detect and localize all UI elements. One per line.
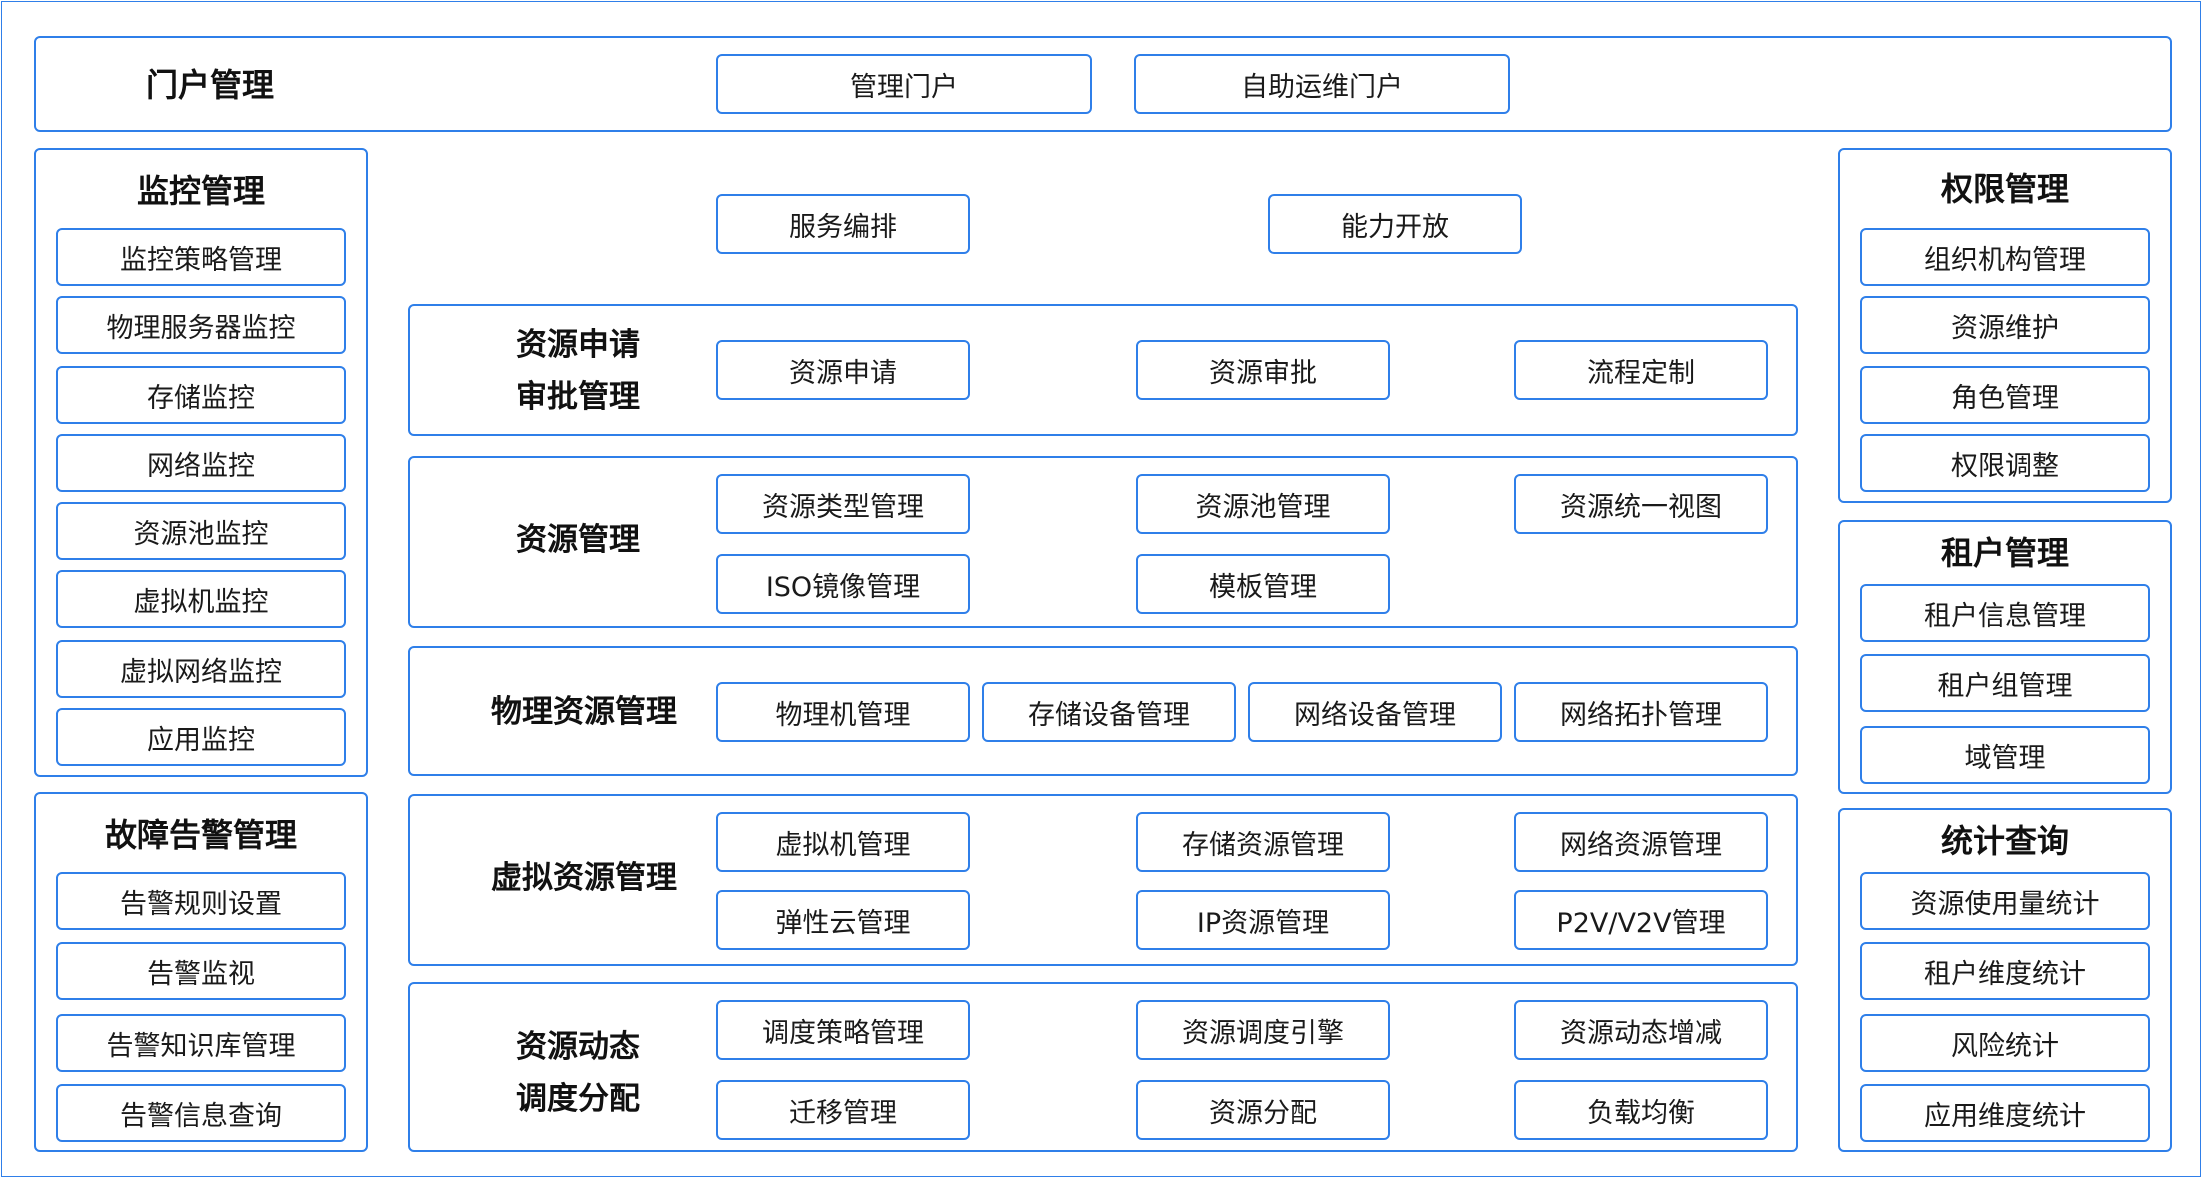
monitor-item[interactable]: 存储监控 — [56, 366, 346, 424]
permission-item[interactable]: 组织机构管理 — [1860, 228, 2150, 286]
fault-item[interactable]: 告警知识库管理 — [56, 1014, 346, 1072]
permission-item[interactable]: 权限调整 — [1860, 434, 2150, 492]
monitor-item[interactable]: 虚拟网络监控 — [56, 640, 346, 698]
stats-item[interactable]: 资源使用量统计 — [1860, 872, 2150, 930]
resource-item[interactable]: 资源统一视图 — [1514, 474, 1768, 534]
fault-title: 故障告警管理 — [104, 816, 297, 854]
resource-item[interactable]: 模板管理 — [1136, 554, 1390, 614]
dynamic-scheduling-title-line-2: 调度分配 — [516, 1081, 640, 1117]
monitor-item[interactable]: 虚拟机监控 — [56, 570, 346, 628]
monitor-item[interactable]: 应用监控 — [56, 708, 346, 766]
physical-resource-title: 物理资源管理 — [491, 694, 677, 730]
permission-item[interactable]: 资源维护 — [1860, 296, 2150, 354]
monitor-item[interactable]: 资源池监控 — [56, 502, 346, 560]
virtual-item[interactable]: 存储资源管理 — [1136, 812, 1390, 872]
apply-approval-title-line-1: 资源申请 — [516, 327, 640, 363]
stats-item[interactable]: 风险统计 — [1860, 1014, 2150, 1072]
monitor-item[interactable]: 物理服务器监控 — [56, 296, 346, 354]
capability-open-box[interactable]: 能力开放 — [1268, 194, 1522, 254]
apply-approval-title-line-2: 审批管理 — [516, 379, 640, 415]
virtual-item[interactable]: IP资源管理 — [1136, 890, 1390, 950]
dynamic-scheduling-title: 资源动态 调度分配 — [448, 1020, 708, 1126]
portal-title: 门户管理 — [145, 66, 274, 104]
service-orchestration-box[interactable]: 服务编排 — [716, 194, 970, 254]
virtual-item[interactable]: 弹性云管理 — [716, 890, 970, 950]
resource-item[interactable]: ISO镜像管理 — [716, 554, 970, 614]
virtual-item[interactable]: 虚拟机管理 — [716, 812, 970, 872]
physical-item[interactable]: 网络拓扑管理 — [1514, 682, 1768, 742]
apply-item[interactable]: 流程定制 — [1514, 340, 1768, 400]
self-service-portal-box[interactable]: 自助运维门户 — [1134, 54, 1510, 114]
dynamic-scheduling-title-line-1: 资源动态 — [516, 1029, 640, 1065]
fault-item[interactable]: 告警信息查询 — [56, 1084, 346, 1142]
dynamic-item[interactable]: 调度策略管理 — [716, 1000, 970, 1060]
permission-item[interactable]: 角色管理 — [1860, 366, 2150, 424]
virtual-item[interactable]: P2V/V2V管理 — [1514, 890, 1768, 950]
resource-item[interactable]: 资源池管理 — [1136, 474, 1390, 534]
dynamic-item[interactable]: 迁移管理 — [716, 1080, 970, 1140]
resource-mgmt-title: 资源管理 — [516, 522, 640, 558]
stats-item[interactable]: 租户维度统计 — [1860, 942, 2150, 1000]
dynamic-item[interactable]: 资源动态增减 — [1514, 1000, 1768, 1060]
permission-title: 权限管理 — [1940, 170, 2069, 208]
monitor-item[interactable]: 监控策略管理 — [56, 228, 346, 286]
virtual-item[interactable]: 网络资源管理 — [1514, 812, 1768, 872]
physical-item[interactable]: 网络设备管理 — [1248, 682, 1502, 742]
tenant-item[interactable]: 租户组管理 — [1860, 654, 2150, 712]
tenant-title: 租户管理 — [1940, 534, 2069, 572]
stats-title: 统计查询 — [1940, 822, 2069, 860]
dynamic-item[interactable]: 资源调度引擎 — [1136, 1000, 1390, 1060]
tenant-item[interactable]: 域管理 — [1860, 726, 2150, 784]
fault-item[interactable]: 告警规则设置 — [56, 872, 346, 930]
admin-portal-box[interactable]: 管理门户 — [716, 54, 1092, 114]
monitor-title: 监控管理 — [136, 172, 265, 210]
apply-item[interactable]: 资源申请 — [716, 340, 970, 400]
portal-panel — [34, 36, 2172, 132]
apply-approval-title: 资源申请 审批管理 — [448, 318, 708, 424]
dynamic-item[interactable]: 负载均衡 — [1514, 1080, 1768, 1140]
monitor-item[interactable]: 网络监控 — [56, 434, 346, 492]
tenant-item[interactable]: 租户信息管理 — [1860, 584, 2150, 642]
physical-item[interactable]: 存储设备管理 — [982, 682, 1236, 742]
apply-item[interactable]: 资源审批 — [1136, 340, 1390, 400]
virtual-resource-title: 虚拟资源管理 — [491, 860, 677, 896]
stats-item[interactable]: 应用维度统计 — [1860, 1084, 2150, 1142]
physical-item[interactable]: 物理机管理 — [716, 682, 970, 742]
resource-item[interactable]: 资源类型管理 — [716, 474, 970, 534]
fault-item[interactable]: 告警监视 — [56, 942, 346, 1000]
dynamic-item[interactable]: 资源分配 — [1136, 1080, 1390, 1140]
